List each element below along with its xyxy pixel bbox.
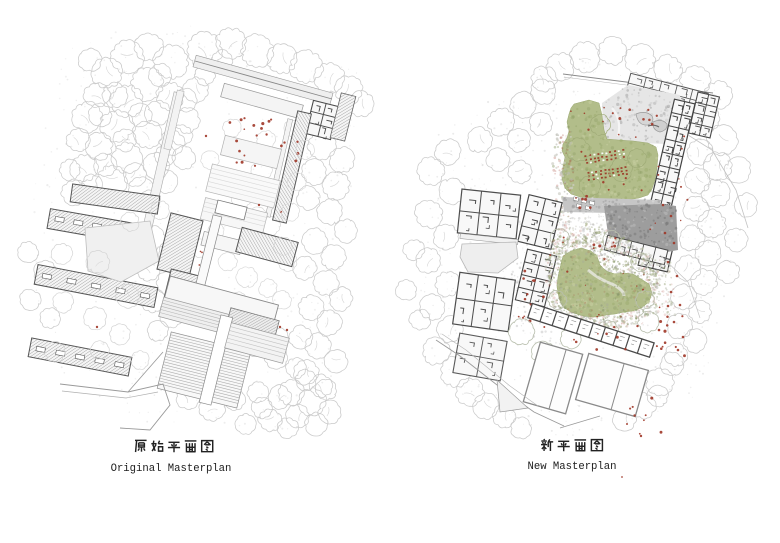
svg-text:Original Masterplan: Original Masterplan bbox=[111, 463, 232, 475]
svg-text:New Masterplan: New Masterplan bbox=[527, 461, 616, 473]
